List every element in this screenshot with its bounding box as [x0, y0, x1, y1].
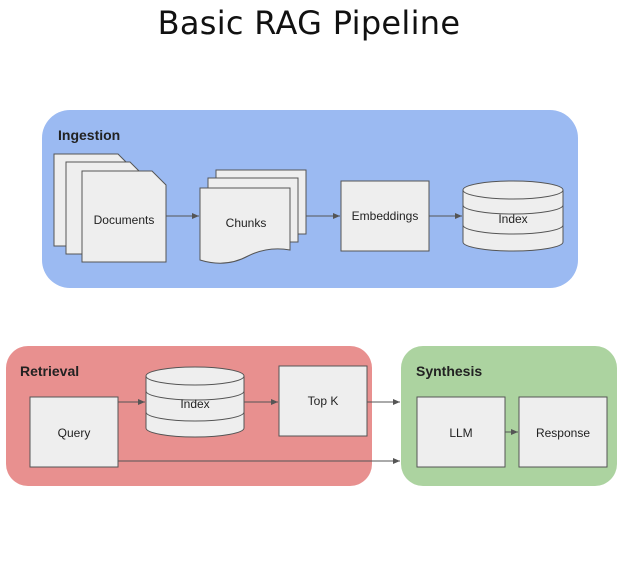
- documents-node: Documents: [53, 153, 167, 263]
- index-ingestion-node: Index: [462, 180, 564, 252]
- top-k-label: Top K: [308, 394, 339, 408]
- embeddings-node: Embeddings: [340, 180, 430, 252]
- index-ingestion-label: Index: [498, 212, 527, 226]
- diagram-title: Basic RAG Pipeline: [157, 4, 461, 42]
- response-node: Response: [518, 396, 608, 468]
- top-k-node: Top K: [278, 365, 368, 437]
- response-label: Response: [536, 426, 590, 440]
- llm-label: LLM: [449, 426, 472, 440]
- ingestion-group: [42, 110, 578, 288]
- index-retrieval-node: Index: [145, 366, 245, 438]
- ingestion-group-label: Ingestion: [58, 127, 120, 143]
- documents-label: Documents: [94, 213, 155, 227]
- chunks-node: Chunks: [199, 169, 307, 264]
- retrieval-group-label: Retrieval: [20, 363, 79, 379]
- query-node: Query: [29, 396, 119, 468]
- embeddings-label: Embeddings: [352, 209, 419, 223]
- index-retrieval-label: Index: [180, 397, 209, 411]
- llm-node: LLM: [416, 396, 506, 468]
- chunks-label: Chunks: [226, 216, 267, 230]
- query-label: Query: [58, 426, 91, 440]
- synthesis-group-label: Synthesis: [416, 363, 482, 379]
